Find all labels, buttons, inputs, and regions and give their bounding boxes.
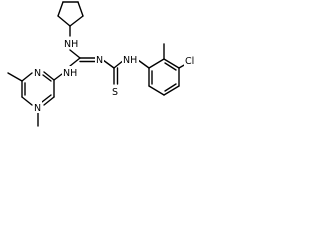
guanidine-core	[69, 49, 97, 67]
atom-label-sulfur: S	[111, 85, 120, 98]
svg-text:N: N	[96, 55, 103, 66]
atom-label-n-imine: N	[95, 53, 104, 66]
svg-text:N: N	[34, 103, 41, 114]
bond-nh-aryl	[137, 59, 150, 69]
svg-text:N: N	[34, 68, 41, 79]
atom-label-nh-top: NH	[63, 37, 80, 50]
atom-label-n-pyrimidine-top: N	[33, 66, 42, 79]
atom-label-n-pyrimidine-bottom: N	[33, 101, 42, 114]
svg-text:S: S	[112, 87, 118, 98]
atom-label-chlorine: Cl	[184, 54, 198, 67]
chloromethylphenyl-ring	[148, 43, 187, 96]
bond-nh-pyrimidine	[53, 73, 63, 81]
atom-label-nh-right: NH	[122, 53, 139, 66]
thiourea-group	[102, 59, 125, 85]
svg-text:NH: NH	[63, 68, 77, 79]
svg-text:Cl: Cl	[185, 56, 194, 67]
svg-text:NH: NH	[123, 55, 137, 66]
chemical-structure-diagram: NH N NH S NH N N Cl	[7, 1, 198, 127]
cyclopentane-ring	[57, 1, 84, 27]
dimethylpyrimidine-ring	[7, 71, 55, 127]
svg-text:NH: NH	[64, 39, 78, 50]
atom-label-nh-bottom: NH	[62, 66, 79, 79]
